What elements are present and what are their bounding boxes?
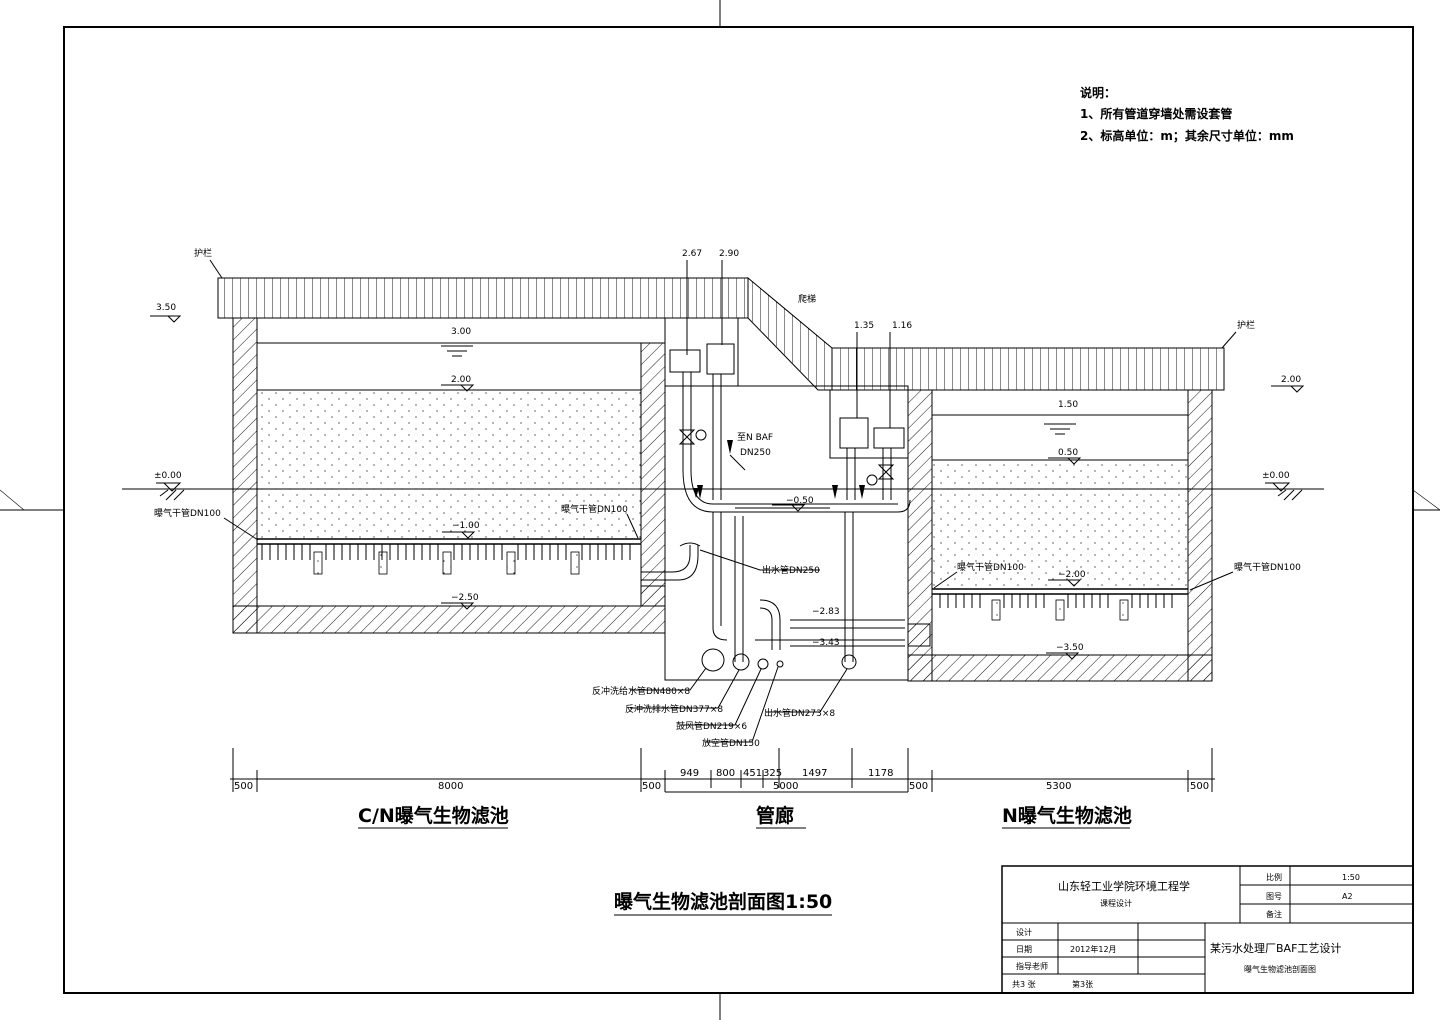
dim-500-c: 500: [909, 781, 928, 792]
label-railing-left: 护栏: [194, 247, 212, 259]
notes-title: 说明：: [1080, 85, 1116, 100]
left-filter-media: [257, 390, 641, 538]
label-backwash-supply: 反冲洗给水管DN480×8: [592, 685, 690, 697]
left-walkway: [217, 277, 749, 319]
section-titles: C/N曝气生物滤池 管廊 N曝气生物滤池 曝气生物滤池剖面图1:50: [358, 804, 1132, 916]
notes-line-1: 1、所有管道穿墙处需设套管: [1080, 106, 1232, 121]
elev-minus-2-83: −2.83: [812, 607, 840, 617]
tb-date-value: 2012年12月: [1070, 944, 1117, 954]
tb-sheet-no: 第3张: [1072, 979, 1093, 989]
left-aeration-laterals: [261, 544, 631, 575]
dim-1178: 1178: [868, 768, 893, 779]
right-left-wall: [907, 389, 933, 682]
label-vent-pipe: 放空管DN150: [702, 737, 760, 749]
tb-drawing-name: 曝气生物滤池剖面图: [1244, 964, 1316, 974]
title-cn-baf: C/N曝气生物滤池: [358, 804, 509, 827]
pipe-labels: 曝气干管DN100 曝气干管DN100 出水管DN250 曝气干管DN100 曝…: [154, 503, 1301, 749]
elev-3-50: 3.50: [156, 303, 176, 313]
label-stairs: 爬梯: [798, 293, 816, 305]
tb-scale-value: 1:50: [1342, 873, 1360, 882]
left-floor: [232, 605, 666, 634]
elev-2-00-right: 2.00: [1281, 375, 1301, 385]
tb-remark-label: 备注: [1266, 909, 1282, 919]
elev-2-00-left: 2.00: [451, 375, 471, 385]
dim-5300: 5300: [1046, 781, 1071, 792]
title-gallery: 管廊: [756, 804, 794, 827]
elev-minus-3-43: −3.43: [812, 638, 840, 648]
elev-1-16: 1.16: [892, 321, 912, 331]
tb-scale-label: 比例: [1266, 872, 1282, 882]
dimension-line: 500 8000 500 949 800 451 325 1497 1178 5…: [230, 748, 1215, 793]
right-water-level-symbol: [1044, 423, 1076, 435]
elev-0-00-right: ±0.00: [1262, 471, 1290, 481]
dim-500-b: 500: [642, 781, 661, 792]
notes-line-2: 2、标高单位：m；其余尺寸单位：mm: [1080, 128, 1294, 143]
elev-minus-0-50: −0.50: [786, 496, 814, 506]
dim-8000: 8000: [438, 781, 463, 792]
right-aeration-laterals: [939, 594, 1173, 621]
elev-0-00-left: ±0.00: [154, 471, 182, 481]
label-aeration-main-right-2: 曝气干管DN100: [1234, 561, 1301, 573]
tb-course: 课程设计: [1100, 898, 1132, 908]
right-filter-media: [932, 460, 1188, 588]
label-to-n-baf: 至N BAF: [737, 432, 773, 443]
label-air-pipe: 鼓风管DN219×6: [676, 720, 747, 732]
cn-baf-tank: [217, 276, 833, 634]
drawing-title: 曝气生物滤池剖面图1:50: [614, 890, 832, 913]
left-water-level-symbol: [441, 345, 473, 357]
dim-800: 800: [716, 768, 735, 779]
label-aeration-main-right-1: 曝气干管DN100: [957, 561, 1024, 573]
elev-minus-2-50: −2.50: [451, 593, 479, 603]
elev-1-35: 1.35: [854, 321, 874, 331]
label-railing-right: 护栏: [1237, 319, 1255, 331]
right-walkway: [831, 347, 1225, 391]
elev-minus-1-00: −1.00: [452, 521, 480, 531]
dim-451: 451: [743, 768, 762, 779]
tb-design-label: 设计: [1016, 927, 1032, 937]
label-to-n-baf-dn: DN250: [740, 448, 771, 458]
dim-500-d: 500: [1190, 781, 1209, 792]
elev-3-00: 3.00: [451, 327, 471, 337]
label-effluent-pipe: 出水管DN273×8: [764, 707, 835, 719]
label-aeration-main-left: 曝气干管DN100: [154, 507, 221, 519]
notes: 说明： 1、所有管道穿墙处需设套管 2、标高单位：m；其余尺寸单位：mm: [1080, 85, 1294, 143]
tb-sheet-label: 图号: [1266, 892, 1282, 901]
tb-date-label: 日期: [1016, 945, 1032, 954]
dim-5000: 5000: [773, 781, 798, 792]
tb-sheet-value: A2: [1342, 892, 1353, 901]
elev-minus-3-50: −3.50: [1056, 643, 1084, 653]
right-wall: [1187, 389, 1213, 682]
left-wall: [232, 317, 258, 634]
tb-project: 某污水处理厂BAF工艺设计: [1210, 942, 1341, 955]
dim-1497: 1497: [802, 768, 827, 779]
dim-949: 949: [680, 768, 699, 779]
label-backwash-drain: 反冲洗排水管DN377×8: [625, 703, 723, 715]
elev-0-50: 0.50: [1058, 448, 1078, 458]
elevation-labels: 护栏 3.50 3.00 2.00 ±0.00 −1.00 −2.50 2.67…: [150, 247, 1305, 660]
label-aeration-main-mid: 曝气干管DN100: [561, 503, 628, 515]
elev-1-50: 1.50: [1058, 400, 1078, 410]
tb-school: 山东轻工业学院环境工程学: [1058, 879, 1190, 893]
title-n-baf: N曝气生物滤池: [1002, 804, 1132, 827]
right-floor: [907, 654, 1213, 682]
ground-marks: [156, 482, 1303, 501]
elev-minus-2-00: −2.00: [1058, 570, 1086, 580]
dim-500-a: 500: [234, 781, 253, 792]
stairs: [747, 276, 833, 391]
label-outlet-pipe: 出水管DN250: [762, 564, 820, 576]
left-right-wall: [640, 342, 666, 607]
tb-total-sheets: 共3 张: [1012, 980, 1036, 989]
elev-2-90: 2.90: [719, 249, 739, 259]
dim-325: 325: [763, 768, 782, 779]
title-block: 山东轻工业学院环境工程学 课程设计 比例 1:50 图号 A2 备注 设计 日期…: [1001, 865, 1414, 994]
n-baf-tank: [831, 347, 1225, 682]
elev-2-67: 2.67: [682, 249, 702, 259]
tb-advisor-label: 指导老师: [1016, 961, 1048, 971]
